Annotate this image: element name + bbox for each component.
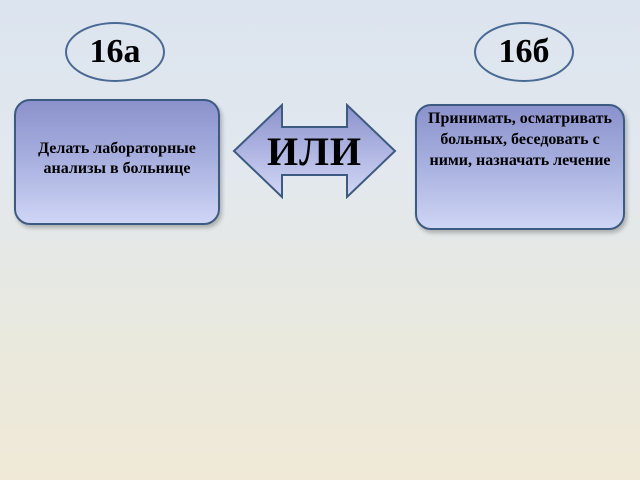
option-16a-text: 16а bbox=[89, 33, 141, 70]
option-16b-description: Принимать, осматривать больных, беседова… bbox=[428, 110, 612, 169]
option-16b-text: 16б bbox=[498, 33, 550, 70]
or-arrow: ИЛИ bbox=[232, 103, 397, 199]
option-16b-label: 16б bbox=[474, 22, 574, 82]
option-16a-label: 16а bbox=[65, 22, 165, 82]
option-16a-box: Делать лабораторные анализы в больнице bbox=[14, 99, 220, 225]
option-16a-description: Делать лабораторные анализы в больнице bbox=[38, 140, 196, 177]
or-label: ИЛИ bbox=[266, 128, 363, 174]
option-16b-box: Принимать, осматривать больных, беседова… bbox=[415, 104, 625, 230]
double-headed-arrow-icon bbox=[232, 103, 397, 199]
